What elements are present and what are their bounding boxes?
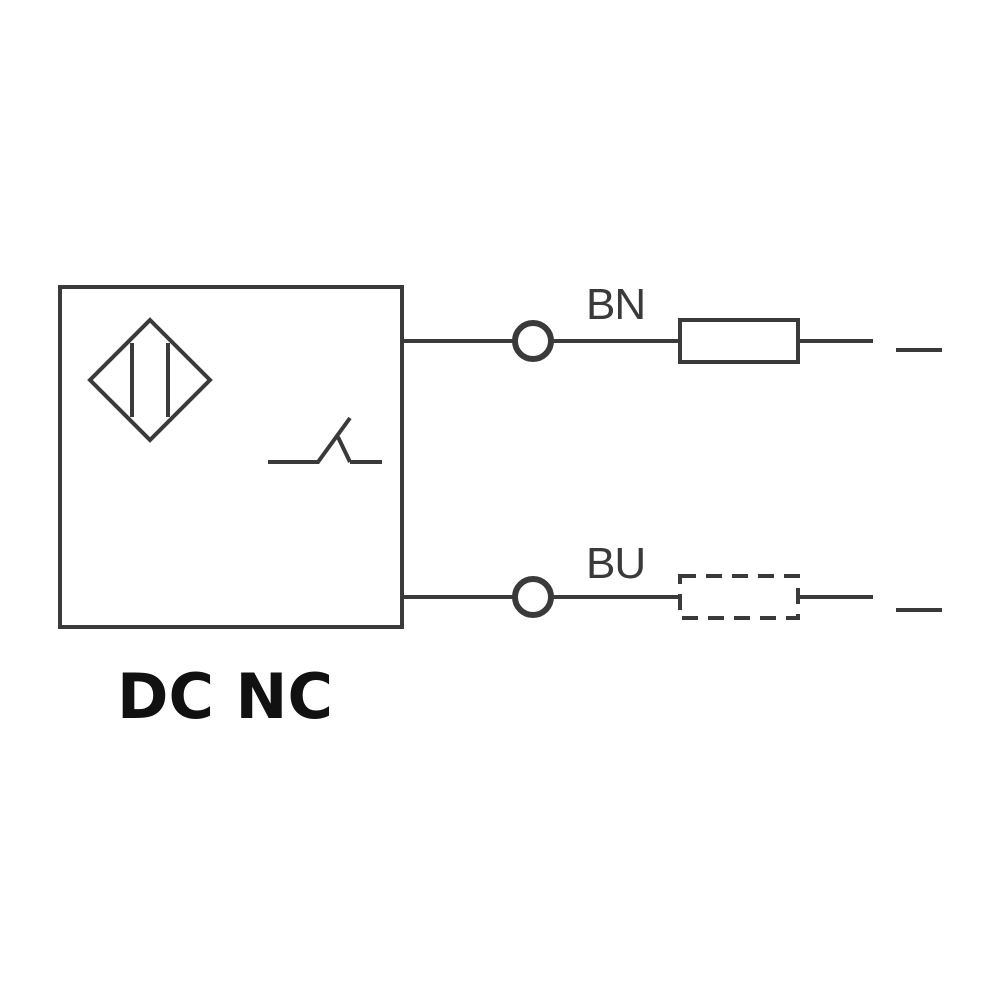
bu-terminal [512,576,554,618]
diagram-caption: DC NC [117,660,333,733]
bu-wire [402,574,942,620]
bu-load-optional [678,574,800,620]
bn-load-resistor [678,318,800,364]
inductive-sensor-icon [87,317,213,443]
bu-label: BU [586,539,646,588]
nc-switch-icon [268,416,382,464]
sensor-body [58,285,404,629]
bn-terminal [512,320,554,362]
bn-label: BN [586,280,646,329]
bn-wire [402,318,942,364]
